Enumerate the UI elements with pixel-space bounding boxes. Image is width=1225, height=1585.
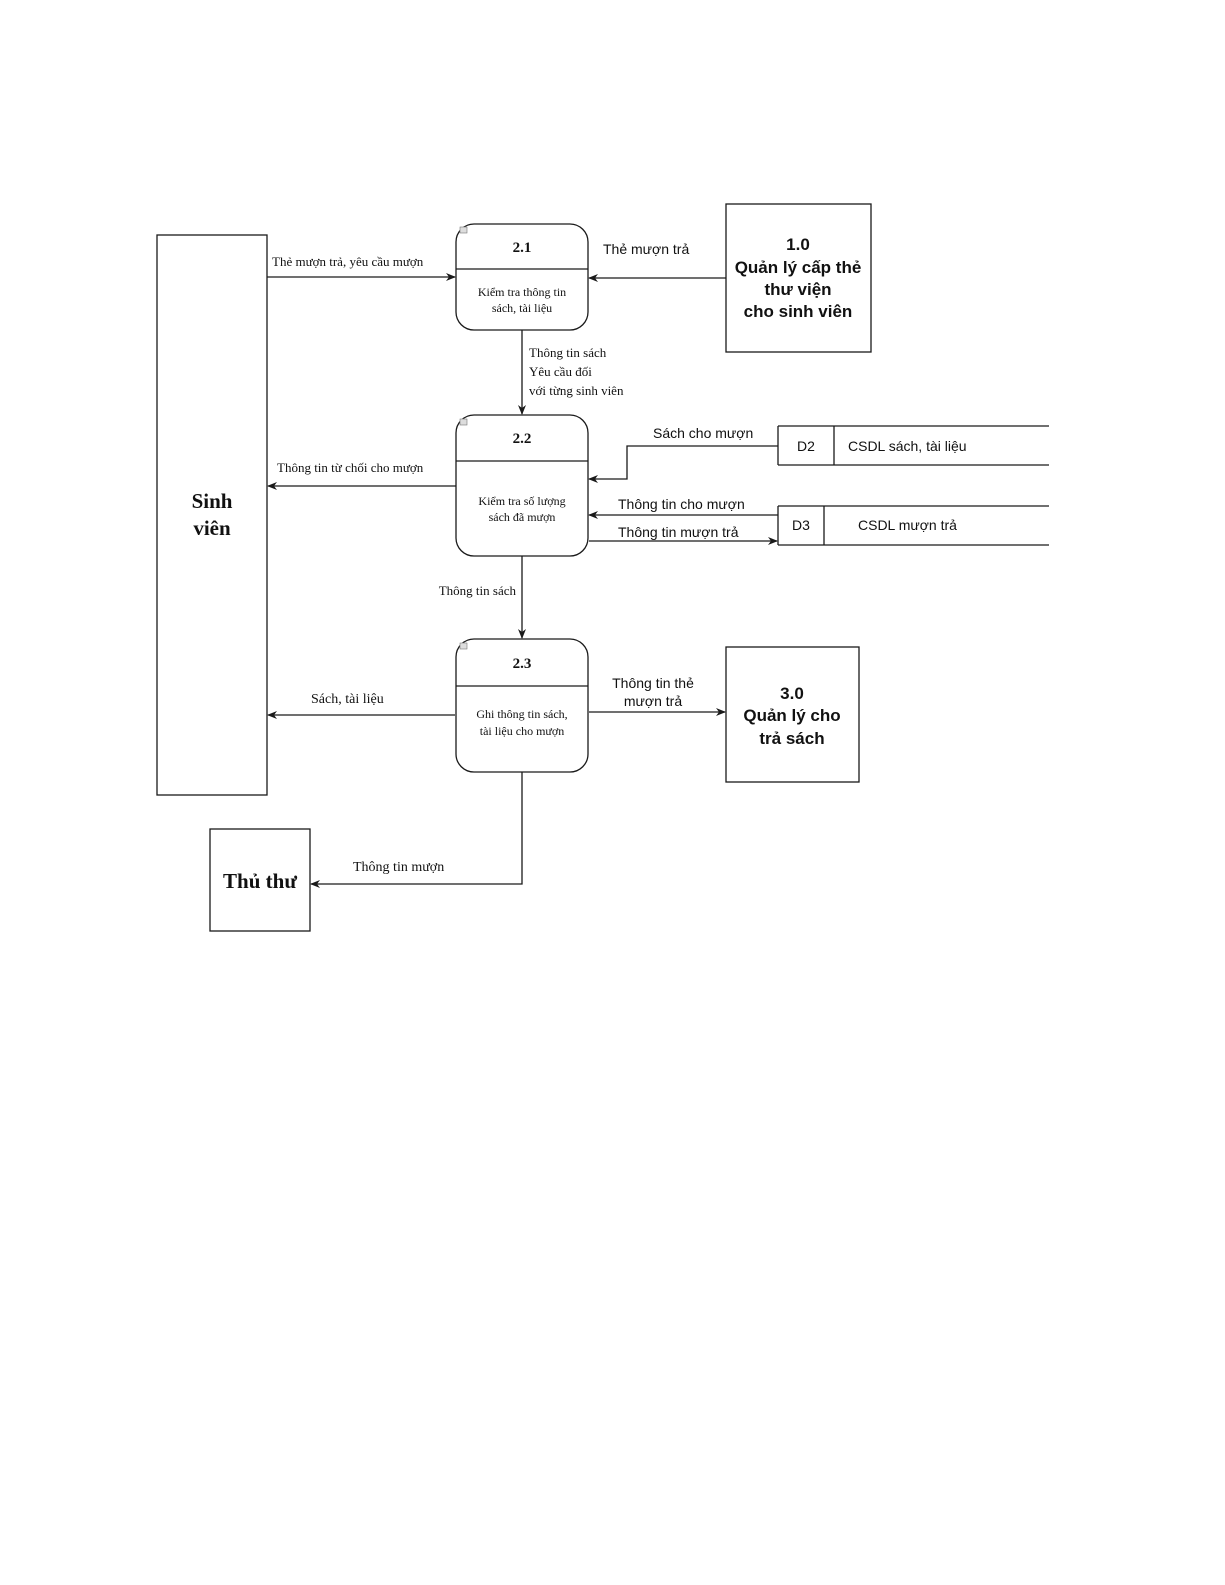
process-2-3-id: 2.3 xyxy=(513,656,532,672)
flow-2-2-to-d3[interactable]: Thông tin mượn trả xyxy=(589,524,778,545)
process-1-0-line1: Quản lý cấp thẻ xyxy=(735,258,862,277)
process-2-1-line2: sách, tài liệu xyxy=(492,301,552,315)
flow-arrow xyxy=(310,772,523,888)
process-3-0-line1: Quản lý cho xyxy=(743,706,840,725)
process-1-0-id: 1.0 xyxy=(786,235,810,254)
datastore-d3-name: CSDL mượn trả xyxy=(858,517,957,533)
collapse-icon[interactable] xyxy=(459,418,468,426)
flow-label: Thông tin sách xyxy=(439,583,517,598)
collapse-icon[interactable] xyxy=(459,642,468,650)
process-2-1-id: 2.1 xyxy=(513,240,532,256)
entity-librarian-box xyxy=(209,828,311,932)
process-2-3[interactable]: 2.3 Ghi thông tin sách, tài liệu cho mượ… xyxy=(455,638,589,773)
process-3-0[interactable]: 3.0 Quản lý cho trả sách xyxy=(725,646,860,783)
flow-student-to-2-1[interactable]: Thẻ mượn trả, yêu cầu mượn xyxy=(267,254,456,281)
entity-student[interactable]: Sinh viên xyxy=(156,234,268,796)
flow-label: Thông tin mượn trả xyxy=(618,524,739,540)
flow-label-line3: với từng sinh viên xyxy=(529,383,624,398)
process-2-3-line1: Ghi thông tin sách, xyxy=(476,707,567,721)
flow-label-line2: Yêu cầu đối xyxy=(529,364,592,379)
process-2-1[interactable]: 2.1 Kiểm tra thông tin sách, tài liệu xyxy=(455,223,589,331)
process-3-0-line2: trả sách xyxy=(759,729,824,748)
datastore-d3[interactable]: D3 CSDL mượn trả xyxy=(777,505,1049,546)
process-2-2-id: 2.2 xyxy=(513,431,532,447)
flow-label-line1: Thông tin sách xyxy=(529,345,607,360)
flow-2-2-to-2-3[interactable]: Thông tin sách xyxy=(439,556,526,639)
flow-2-2-to-student[interactable]: Thông tin từ chối cho mượn xyxy=(267,460,456,490)
process-1-0-line2: thư viện xyxy=(764,280,831,299)
entity-student-label-line2: viên xyxy=(193,516,231,540)
flow-label: Sách, tài liệu xyxy=(311,692,384,707)
flow-label: Thẻ mượn trả, yêu cầu mượn xyxy=(272,254,424,269)
flow-label: Thẻ mượn trả xyxy=(603,241,689,257)
flow-2-3-to-librarian[interactable]: Thông tin mượn xyxy=(310,772,523,888)
flow-label: Thông tin mượn xyxy=(353,860,444,875)
datastore-d3-id: D3 xyxy=(792,517,810,533)
flow-label: Thông tin cho mượn xyxy=(618,496,745,512)
process-2-1-line1: Kiểm tra thông tin xyxy=(478,285,566,299)
process-3-0-id: 3.0 xyxy=(780,684,804,703)
entity-librarian-label: Thủ thư xyxy=(223,869,297,893)
process-1-0[interactable]: 1.0 Quản lý cấp thẻ thư viện cho sinh vi… xyxy=(725,203,872,353)
process-2-2[interactable]: 2.2 Kiểm tra số lượng sách đã mượn xyxy=(455,414,589,557)
collapse-icon[interactable] xyxy=(459,226,468,234)
datastore-d2[interactable]: D2 CSDL sách, tài liệu xyxy=(777,425,1049,466)
flow-2-3-to-3-0[interactable]: Thông tin thẻ mượn trả xyxy=(589,675,726,716)
entity-student-label-line1: Sinh xyxy=(192,489,233,513)
flow-label: Sách cho mượn xyxy=(653,425,753,441)
datastore-d2-name: CSDL sách, tài liệu xyxy=(848,438,967,454)
process-2-3-line2: tài liệu cho mượn xyxy=(480,724,565,738)
process-1-0-line3: cho sinh viên xyxy=(744,302,853,321)
datastore-d2-id: D2 xyxy=(797,438,815,454)
flow-d3-to-2-2[interactable]: Thông tin cho mượn xyxy=(588,496,778,519)
flow-d2-to-2-2[interactable]: Sách cho mượn xyxy=(588,425,778,483)
flow-label: Thông tin từ chối cho mượn xyxy=(277,460,424,475)
flow-2-1-to-2-2[interactable]: Thông tin sách Yêu cầu đối với từng sinh… xyxy=(518,330,624,415)
flow-1-0-to-2-1[interactable]: Thẻ mượn trả xyxy=(588,241,726,282)
flow-arrow xyxy=(588,445,778,483)
flow-label-line2: mượn trả xyxy=(624,693,682,709)
entity-student-box xyxy=(156,234,268,796)
flow-2-3-to-student[interactable]: Sách, tài liệu xyxy=(267,692,455,719)
flow-label-line1: Thông tin thẻ xyxy=(612,675,694,691)
process-2-2-line2: sách đã mượn xyxy=(489,510,556,524)
entity-librarian[interactable]: Thủ thư xyxy=(209,828,311,932)
process-2-2-line1: Kiểm tra số lượng xyxy=(478,494,565,508)
process-3-0-box xyxy=(725,646,860,783)
process-1-0-box xyxy=(725,203,872,353)
